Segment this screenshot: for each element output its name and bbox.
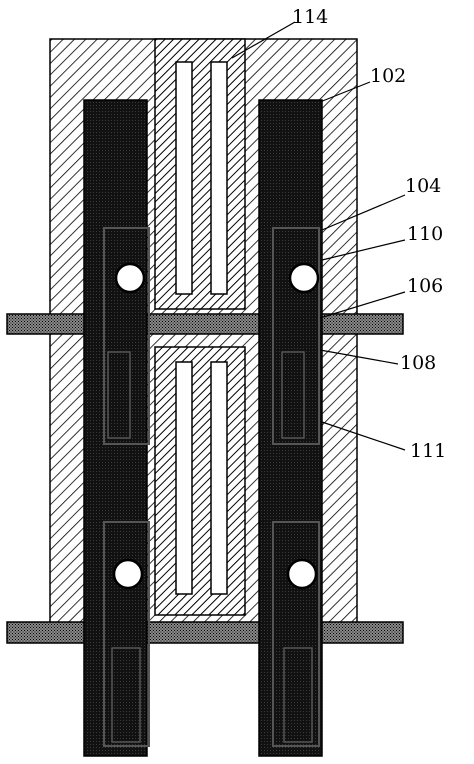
label-108: 108 xyxy=(400,352,436,374)
label-114: 114 xyxy=(292,6,328,28)
scan-line-upper xyxy=(6,313,404,335)
via-top-left xyxy=(114,262,146,294)
via-bottom-right xyxy=(286,558,318,590)
via-contacts xyxy=(112,262,320,590)
label-110: 110 xyxy=(407,223,443,245)
leader-lines xyxy=(231,21,406,451)
scan-line-lower xyxy=(6,621,404,644)
data-line-left xyxy=(83,99,150,757)
label-106: 106 xyxy=(407,275,443,297)
label-102: 102 xyxy=(370,65,406,87)
label-111: 111 xyxy=(410,440,446,462)
pixel-electrode-upper xyxy=(154,38,246,310)
via-bottom-left xyxy=(112,558,144,590)
pixel-electrode-lower xyxy=(154,346,246,616)
via-top-right xyxy=(288,262,320,294)
data-line-right xyxy=(258,99,323,757)
label-104: 104 xyxy=(405,175,441,197)
